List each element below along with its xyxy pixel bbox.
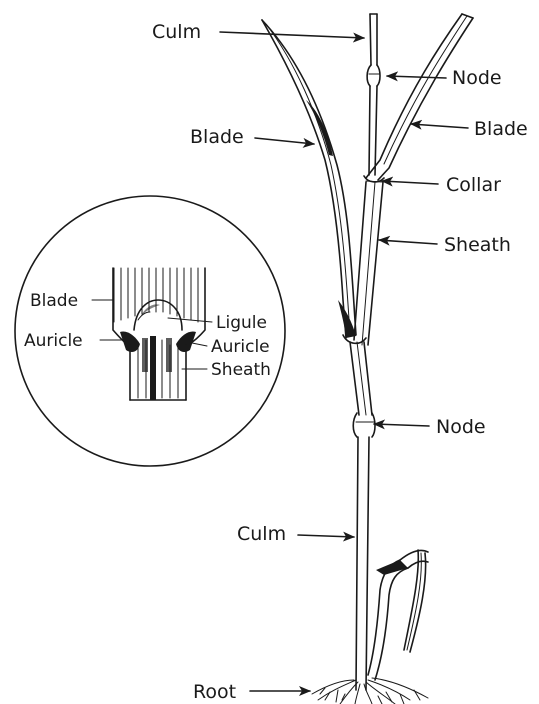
lower-collar — [343, 335, 372, 415]
label-node-top: Node — [387, 67, 502, 89]
inset-label-auricle-left: Auricle — [24, 331, 123, 351]
label-node-mid: Node — [374, 416, 486, 438]
culm-top-arrow — [220, 32, 364, 38]
inset-label-sheath: Sheath — [182, 360, 271, 380]
root-system — [312, 678, 428, 704]
node-top-text: Node — [452, 67, 502, 89]
sheath-text: Sheath — [444, 234, 511, 256]
grass-plant-drawing — [262, 14, 473, 704]
collar-detail-inset: Blade Ligule Auricle Auricle Sheath — [15, 196, 285, 466]
inset-auricle-right-leader — [192, 343, 207, 346]
inset-ligule-text: Ligule — [216, 313, 267, 333]
label-collar: Collar — [382, 174, 501, 196]
sheath-stem — [354, 182, 383, 345]
blade-right-arrow — [411, 124, 468, 128]
blade-left-arrow — [255, 138, 314, 144]
culm-bottom-arrow — [298, 535, 354, 537]
left-long-blade — [262, 20, 356, 338]
inset-auricle-right-text: Auricle — [211, 337, 270, 357]
inset-auricles-drawing — [120, 332, 196, 353]
mid-node — [353, 413, 375, 437]
upper-culm — [369, 14, 377, 175]
inset-auricle-left-text: Auricle — [24, 331, 83, 351]
label-culm-bottom: Culm — [237, 523, 354, 545]
blade-left-text: Blade — [190, 126, 244, 148]
label-sheath: Sheath — [379, 234, 511, 256]
culm-top-text: Culm — [152, 21, 201, 43]
label-culm-top: Culm — [152, 21, 364, 43]
root-text: Root — [193, 681, 236, 703]
inset-label-ligule: Ligule — [168, 313, 267, 333]
inset-ligule-drawing — [134, 300, 182, 330]
label-blade-right: Blade — [411, 118, 528, 140]
inset-label-blade: Blade — [30, 291, 113, 311]
node-mid-arrow — [374, 424, 429, 426]
blade-right-text: Blade — [474, 118, 528, 140]
top-node — [367, 65, 380, 86]
tiller-shoot — [368, 550, 428, 680]
inset-blade-text: Blade — [30, 291, 78, 311]
label-root: Root — [193, 681, 310, 703]
sheath-arrow — [379, 240, 437, 244]
right-upper-blade — [366, 14, 473, 180]
label-blade-left: Blade — [190, 126, 314, 148]
collar-arrow — [382, 181, 438, 184]
lower-culm — [356, 437, 369, 690]
inset-label-auricle-right: Auricle — [192, 337, 270, 357]
collar-text: Collar — [446, 174, 501, 196]
culm-bottom-text: Culm — [237, 523, 286, 545]
inset-sheath-text: Sheath — [211, 360, 271, 380]
node-mid-text: Node — [436, 416, 486, 438]
inset-sheath-drawing — [130, 336, 186, 400]
